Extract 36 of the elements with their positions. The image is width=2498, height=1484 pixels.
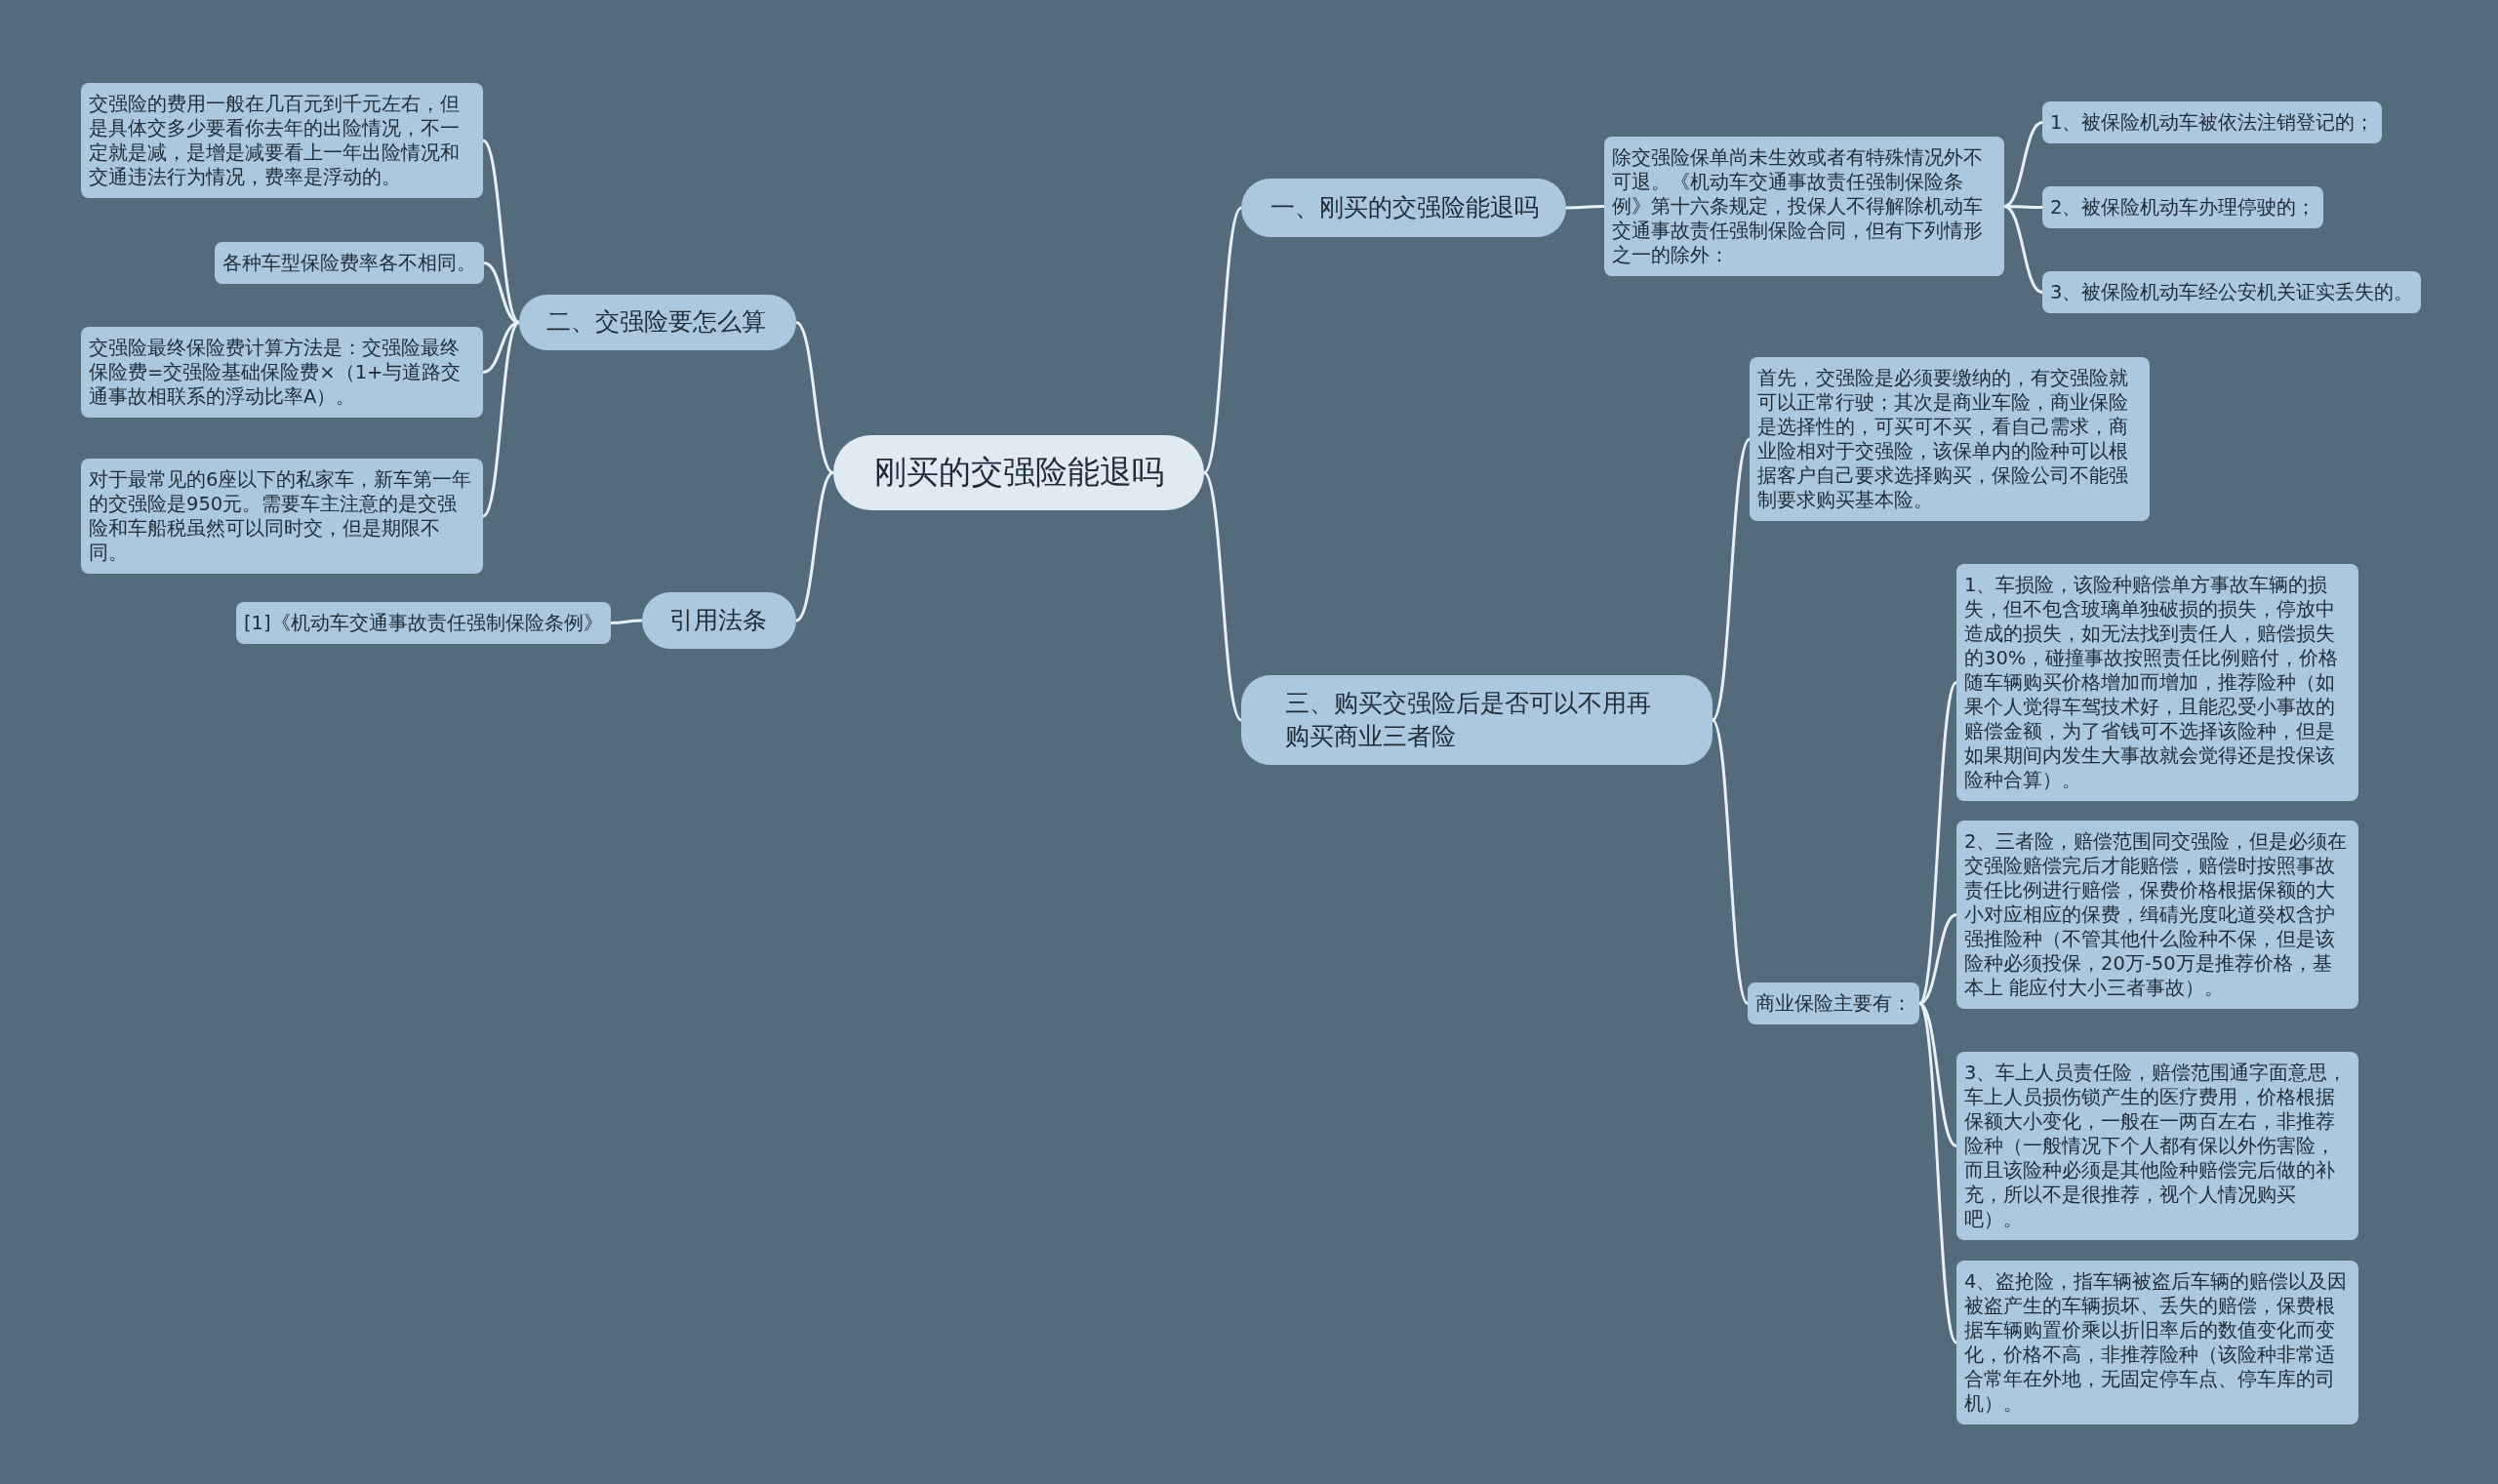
text-box: 对于最常见的6座以下的私家车，新车第一年的交强险是950元。需要车主注意的是交强险和车船税虽然可以同时交，但是期限不同。 — [81, 459, 483, 574]
connector-line — [610, 619, 643, 624]
text-box: 首先，交强险是必须要缴纳的，有交强险就可以正常行驶；其次是商业车险，商业保险是选择性的，可买可不买，看自己需求，商业险相对于交强险，该保单内的险种可以根据客户自己要求选择购买，保险公司不能强制要求购买基本险。 — [1750, 357, 2150, 521]
connector-line — [482, 321, 520, 374]
connector-line — [1202, 207, 1243, 474]
connector-line — [1566, 205, 1604, 210]
text-box: 交强险最终保险费计算方法是：交强险最终保险费=交强险基础保险费×（1+与道路交通事故相联系的浮动比率A）。 — [81, 327, 483, 418]
topic-box: 三、购买交强险后是否可以不用再购买商业三者险 — [1241, 675, 1712, 765]
text-box: 1、被保险机动车被依法注销登记的； — [2042, 101, 2383, 143]
connector-line — [1711, 719, 1750, 1005]
connector-line — [1917, 681, 1958, 1005]
connector-line — [482, 321, 520, 518]
connector-line — [2003, 121, 2043, 208]
topic-box: 一、刚买的交强险能退吗 — [1241, 179, 1566, 237]
connector-line — [1711, 438, 1752, 721]
text-box: 3、被保险机动车经公安机关证实丢失的。 — [2042, 271, 2422, 313]
text-box: 4、盗抢险，指车辆被盗后车辆的赔偿以及因被盗产生的车辆损坏、丢失的赔偿，保费根据车辆购置价乘以折旧率后的数值变化而变化，价格不高，非推荐险种（该险种非常适合常年在外地，无固定停车点、停车库的司机）。 — [1956, 1261, 2358, 1424]
text-box: 1、车损险，该险种赔偿单方事故车辆的损失，但不包含玻璃单独破损的损失，停放中造成的损失，如无法找到责任人，赔偿损失的30%，碰撞事故按照责任比例赔付，价格随车辆购买价格增加而增加，推荐险种（如果个人觉得车驾技术好，且能忍受小事故的赔偿金额，为了省钱可不选择该险种，但是如果期间内发生大事故就会觉得还是投保该险种合算）。 — [1956, 564, 2358, 801]
text-box: 3、车上人员责任险，赔偿范围通字面意思，车上人员损伤锁产生的医疗费用，价格根据保额大小变化，一般在一两百左右，非推荐险种（一般情况下个人都有保以外伤害险，而且该险种必须是其他险种赔偿完后做的补充，所以不是很推荐，视个人情况购买吧）。 — [1956, 1052, 2358, 1240]
connector-line — [795, 321, 834, 474]
connector-line — [795, 471, 834, 622]
topic-box: 引用法条 — [642, 592, 796, 649]
text-box: 各种车型保险费率各不相同。 — [215, 242, 484, 284]
text-box: 2、被保险机动车办理停驶的； — [2042, 186, 2324, 228]
topic-box: 二、交强险要怎么算 — [519, 295, 796, 350]
central-topic: 刚买的交强险能退吗 — [833, 435, 1204, 510]
connector-line — [483, 261, 520, 324]
text-box: 除交强险保单尚未生效或者有特殊情况外不可退。《机动车交通事故责任强制保险条例》第十六条规定，投保人不得解除机动车交通事故责任强制保险合同，但有下列情形之一的除外： — [1604, 137, 2004, 276]
text-box: 交强险的费用一般在几百元到千元左右，但是具体交多少要看你去年的出险情况，不一定就是减，是增是减要看上一年出险情况和交通违法行为情况，费率是浮动的。 — [81, 83, 483, 198]
text-box: [1]《机动车交通事故责任强制保险条例》 — [236, 602, 611, 644]
text-box: 商业保险主要有： — [1748, 983, 1919, 1024]
text-box: 2、三者险，赔偿范围同交强险，但是必须在交强险赔偿完后才能赔偿，赔偿时按照事故责任比例进行赔偿，保费价格根据保额的大小对应相应的保费，缉碃光度叱道癸权含护强推险种（不管其他什么险种不保，但是该险种必须投保，20万-50万是推荐价格，基本上 能应付大小三者事故）。 — [1956, 821, 2358, 1009]
connector-line — [2003, 205, 2043, 294]
connector-line — [1917, 1002, 1958, 1344]
connector-line — [1202, 471, 1243, 721]
connector-line — [482, 139, 520, 324]
